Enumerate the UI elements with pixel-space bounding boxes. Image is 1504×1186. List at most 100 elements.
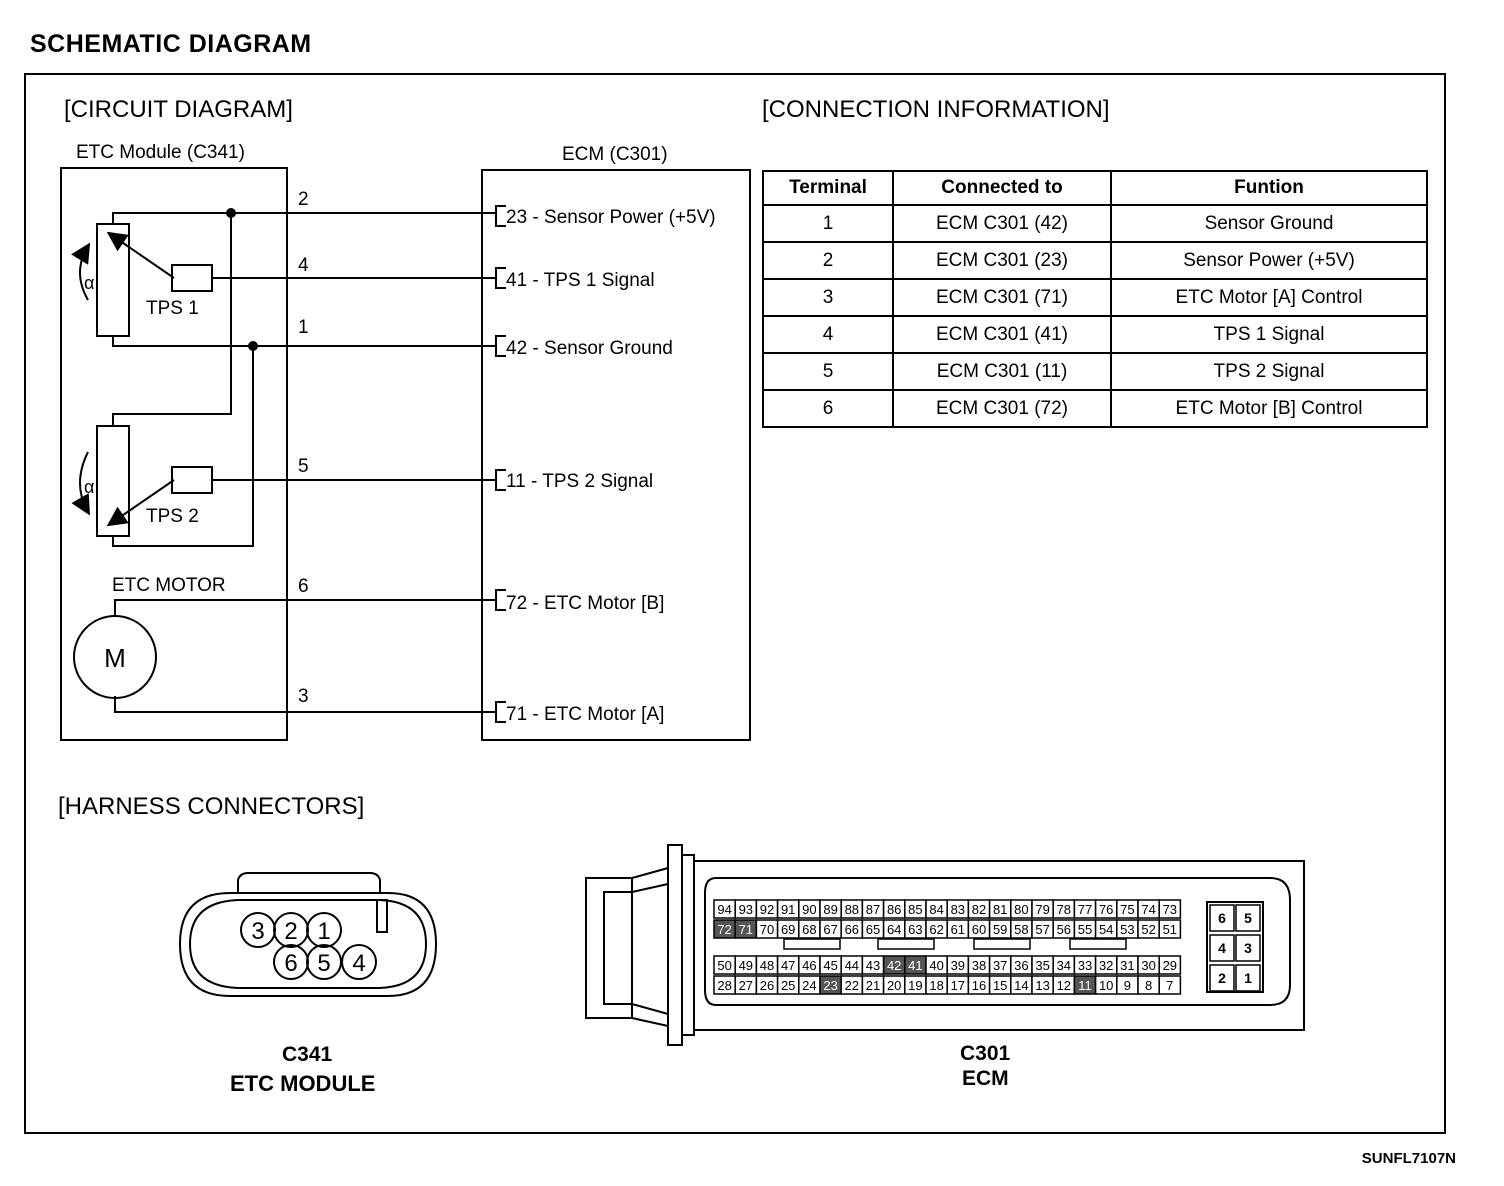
c301-aux-pin-label: 2 (1218, 970, 1226, 986)
c301-pin-label: 39 (951, 958, 965, 973)
c301-aux-pin-label: 3 (1244, 940, 1252, 956)
wire-pin-5: 5 (298, 456, 309, 477)
c301-pin-label: 64 (887, 922, 901, 937)
c301-pin-label: 62 (929, 922, 943, 937)
table-cell: Sensor Power (+5V) (1110, 241, 1428, 280)
c301-pin-label: 14 (1014, 978, 1028, 993)
c301-pin-label: 47 (781, 958, 795, 973)
wire-pin-1: 1 (298, 317, 309, 338)
c301-aux-pin-cell (1209, 964, 1235, 992)
c301-pin-label: 80 (1014, 902, 1028, 917)
c301-pin-label: 40 (929, 958, 943, 973)
c301-pin-label: 38 (972, 958, 986, 973)
c301-pin-label: 15 (993, 978, 1007, 993)
c341-name: C341 (282, 1043, 333, 1066)
table-cell: ETC Motor [A] Control (1110, 278, 1428, 317)
c301-aux-pin-label: 1 (1244, 970, 1252, 986)
c301-pin-label: 52 (1141, 922, 1155, 937)
etc-motor-label: ETC MOTOR (112, 575, 226, 596)
c301-pin-label: 84 (929, 902, 943, 917)
c301-pin-label: 12 (1057, 978, 1071, 993)
c301-pin-label: 21 (866, 978, 880, 993)
tps2-resistor (96, 425, 130, 537)
table-cell: 2 (762, 241, 894, 280)
header-terminal: Terminal (762, 170, 894, 206)
c301-pin-label: 93 (739, 902, 753, 917)
ecm-terminal-42: 42 - Sensor Ground (506, 338, 673, 359)
c301-pin-label: 25 (781, 978, 795, 993)
c301-name: C301 (960, 1042, 1011, 1065)
tps1-label: TPS 1 (146, 298, 199, 319)
ecm-terminal-72: 72 - ETC Motor [B] (506, 593, 664, 614)
c301-key-tab (973, 938, 1031, 950)
c301-pin-label: 49 (739, 958, 753, 973)
figure-code: SUNFL7107N (1361, 1150, 1456, 1167)
c301-pin-label: 67 (823, 922, 837, 937)
c301-pin-label: 54 (1099, 922, 1113, 937)
c301-pin-label: 78 (1057, 902, 1071, 917)
table-cell: ECM C301 (71) (892, 278, 1112, 317)
c301-pin-cell (1158, 955, 1182, 975)
table-cell: 6 (762, 389, 894, 428)
c301-aux-pin-label: 4 (1218, 940, 1226, 956)
c301-pin-label: 68 (802, 922, 816, 937)
c301-aux-pin-cell (1235, 904, 1261, 932)
c301-pin-label: 69 (781, 922, 795, 937)
c301-pin-label: 31 (1120, 958, 1134, 973)
alpha-label-2: α (84, 477, 94, 497)
etc-module-label: ETC Module (C341) (76, 142, 245, 163)
harness-connectors-heading: [HARNESS CONNECTORS] (58, 793, 365, 820)
tps2-sensor-element (171, 466, 213, 494)
table-cell: 5 (762, 352, 894, 391)
wire-pin-6: 6 (298, 576, 309, 597)
ecm-terminal-71: 71 - ETC Motor [A] (506, 704, 664, 725)
c301-pin-label: 10 (1099, 978, 1113, 993)
c301-pin-label: 20 (887, 978, 901, 993)
c301-pin-label: 43 (866, 958, 880, 973)
table-cell: ECM C301 (11) (892, 352, 1112, 391)
c301-pin-label: 22 (845, 978, 859, 993)
ecm-label: ECM (C301) (562, 144, 668, 165)
c301-pin-label: 90 (802, 902, 816, 917)
etc-module-box (60, 167, 288, 741)
header-function: Funtion (1110, 170, 1428, 206)
c301-aux-pin-label: 6 (1218, 910, 1226, 926)
c301-pin-label: 34 (1057, 958, 1071, 973)
c301-pin-label: 29 (1163, 958, 1177, 973)
c341-pin-2: 2 (284, 918, 297, 945)
c301-pin-label: 41 (908, 958, 922, 973)
c301-aux-pin-label: 5 (1244, 910, 1252, 926)
c301-pin-label: 70 (760, 922, 774, 937)
c301-key-tab (1069, 938, 1127, 950)
c301-pin-label: 85 (908, 902, 922, 917)
c301-pin-label: 76 (1099, 902, 1113, 917)
c341-pin-6: 6 (284, 950, 297, 977)
c301-pin-label: 87 (866, 902, 880, 917)
c301-pin-label: 18 (929, 978, 943, 993)
wire-pin-4: 4 (298, 255, 309, 276)
c301-pin-label: 32 (1099, 958, 1113, 973)
table-cell: ETC Motor [B] Control (1110, 389, 1428, 428)
c301-aux-pin-cell (1209, 934, 1235, 962)
c301-pin-label: 33 (1078, 958, 1092, 973)
c301-pin-label: 27 (739, 978, 753, 993)
c301-pin-label: 19 (908, 978, 922, 993)
c301-pin-label: 65 (866, 922, 880, 937)
c301-pin-label: 82 (972, 902, 986, 917)
ecm-terminal-23: 23 - Sensor Power (+5V) (506, 207, 716, 228)
tps1-sensor-element (171, 264, 213, 292)
table-cell: ECM C301 (42) (892, 204, 1112, 243)
c301-pin-label: 89 (823, 902, 837, 917)
ecm-box (481, 169, 751, 741)
c301-aux-pin-cell (1209, 904, 1235, 932)
c301-pin-label: 23 (823, 978, 837, 993)
c301-pin-label: 42 (887, 958, 901, 973)
c301-pin-label: 92 (760, 902, 774, 917)
c301-pin-label: 24 (802, 978, 816, 993)
c301-pin-label: 86 (887, 902, 901, 917)
c341-pin-3: 3 (251, 918, 264, 945)
